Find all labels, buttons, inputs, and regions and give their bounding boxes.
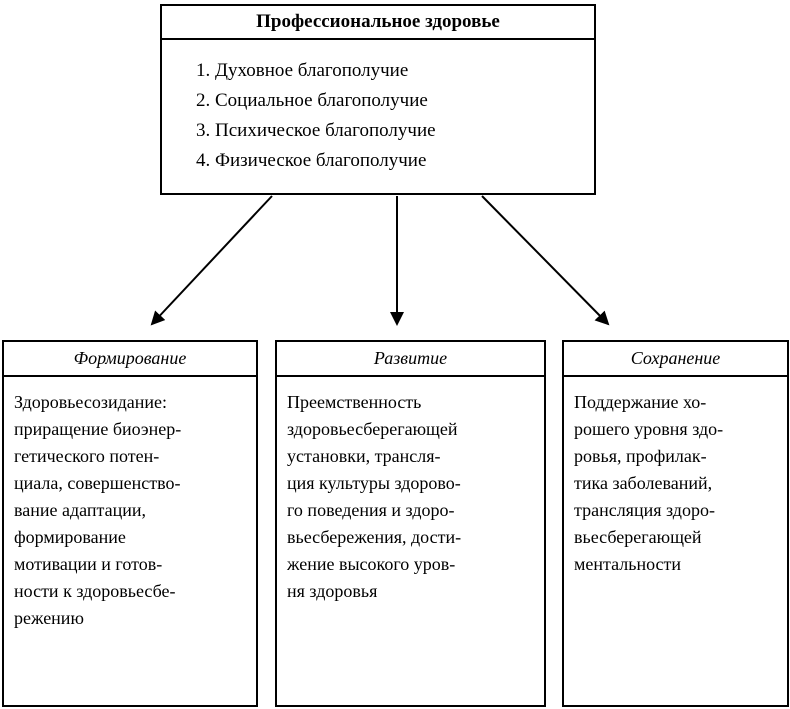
arrow-to-preservation: [481, 195, 610, 326]
top-box-body: 1. Духовное благополучие 2. Социальное б…: [160, 38, 596, 195]
column-preservation-body: Поддержание хо- рошего уровня здо- ровья…: [562, 375, 789, 707]
column-development-header: Развитие: [275, 340, 546, 377]
column-formation-body: Здоровьесозидание: приращение биоэнер- г…: [2, 375, 258, 707]
column-development-body: Преемственность здоровьесберегающей уста…: [275, 375, 546, 707]
column-preservation-header: Сохранение: [562, 340, 789, 377]
column-formation-title: Формирование: [73, 348, 187, 368]
column-development-title: Развитие: [373, 348, 448, 368]
top-box-title: Профессиональное здоровье: [256, 11, 500, 32]
column-formation-header: Формирование: [2, 340, 258, 377]
column-formation-text: Здоровьесозидание: приращение биоэнер- г…: [14, 392, 182, 628]
connector-arrows: [150, 195, 610, 326]
column-development-text: Преемственность здоровьесберегающей уста…: [287, 392, 462, 601]
column-preservation-title: Сохранение: [630, 348, 721, 368]
column-preservation-text: Поддержание хо- рошего уровня здо- ровья…: [574, 392, 724, 574]
arrow-to-formation: [150, 195, 273, 326]
top-box-list: 1. Духовное благополучие 2. Социальное б…: [196, 60, 436, 171]
top-box-header: Профессиональное здоровье: [160, 4, 596, 40]
